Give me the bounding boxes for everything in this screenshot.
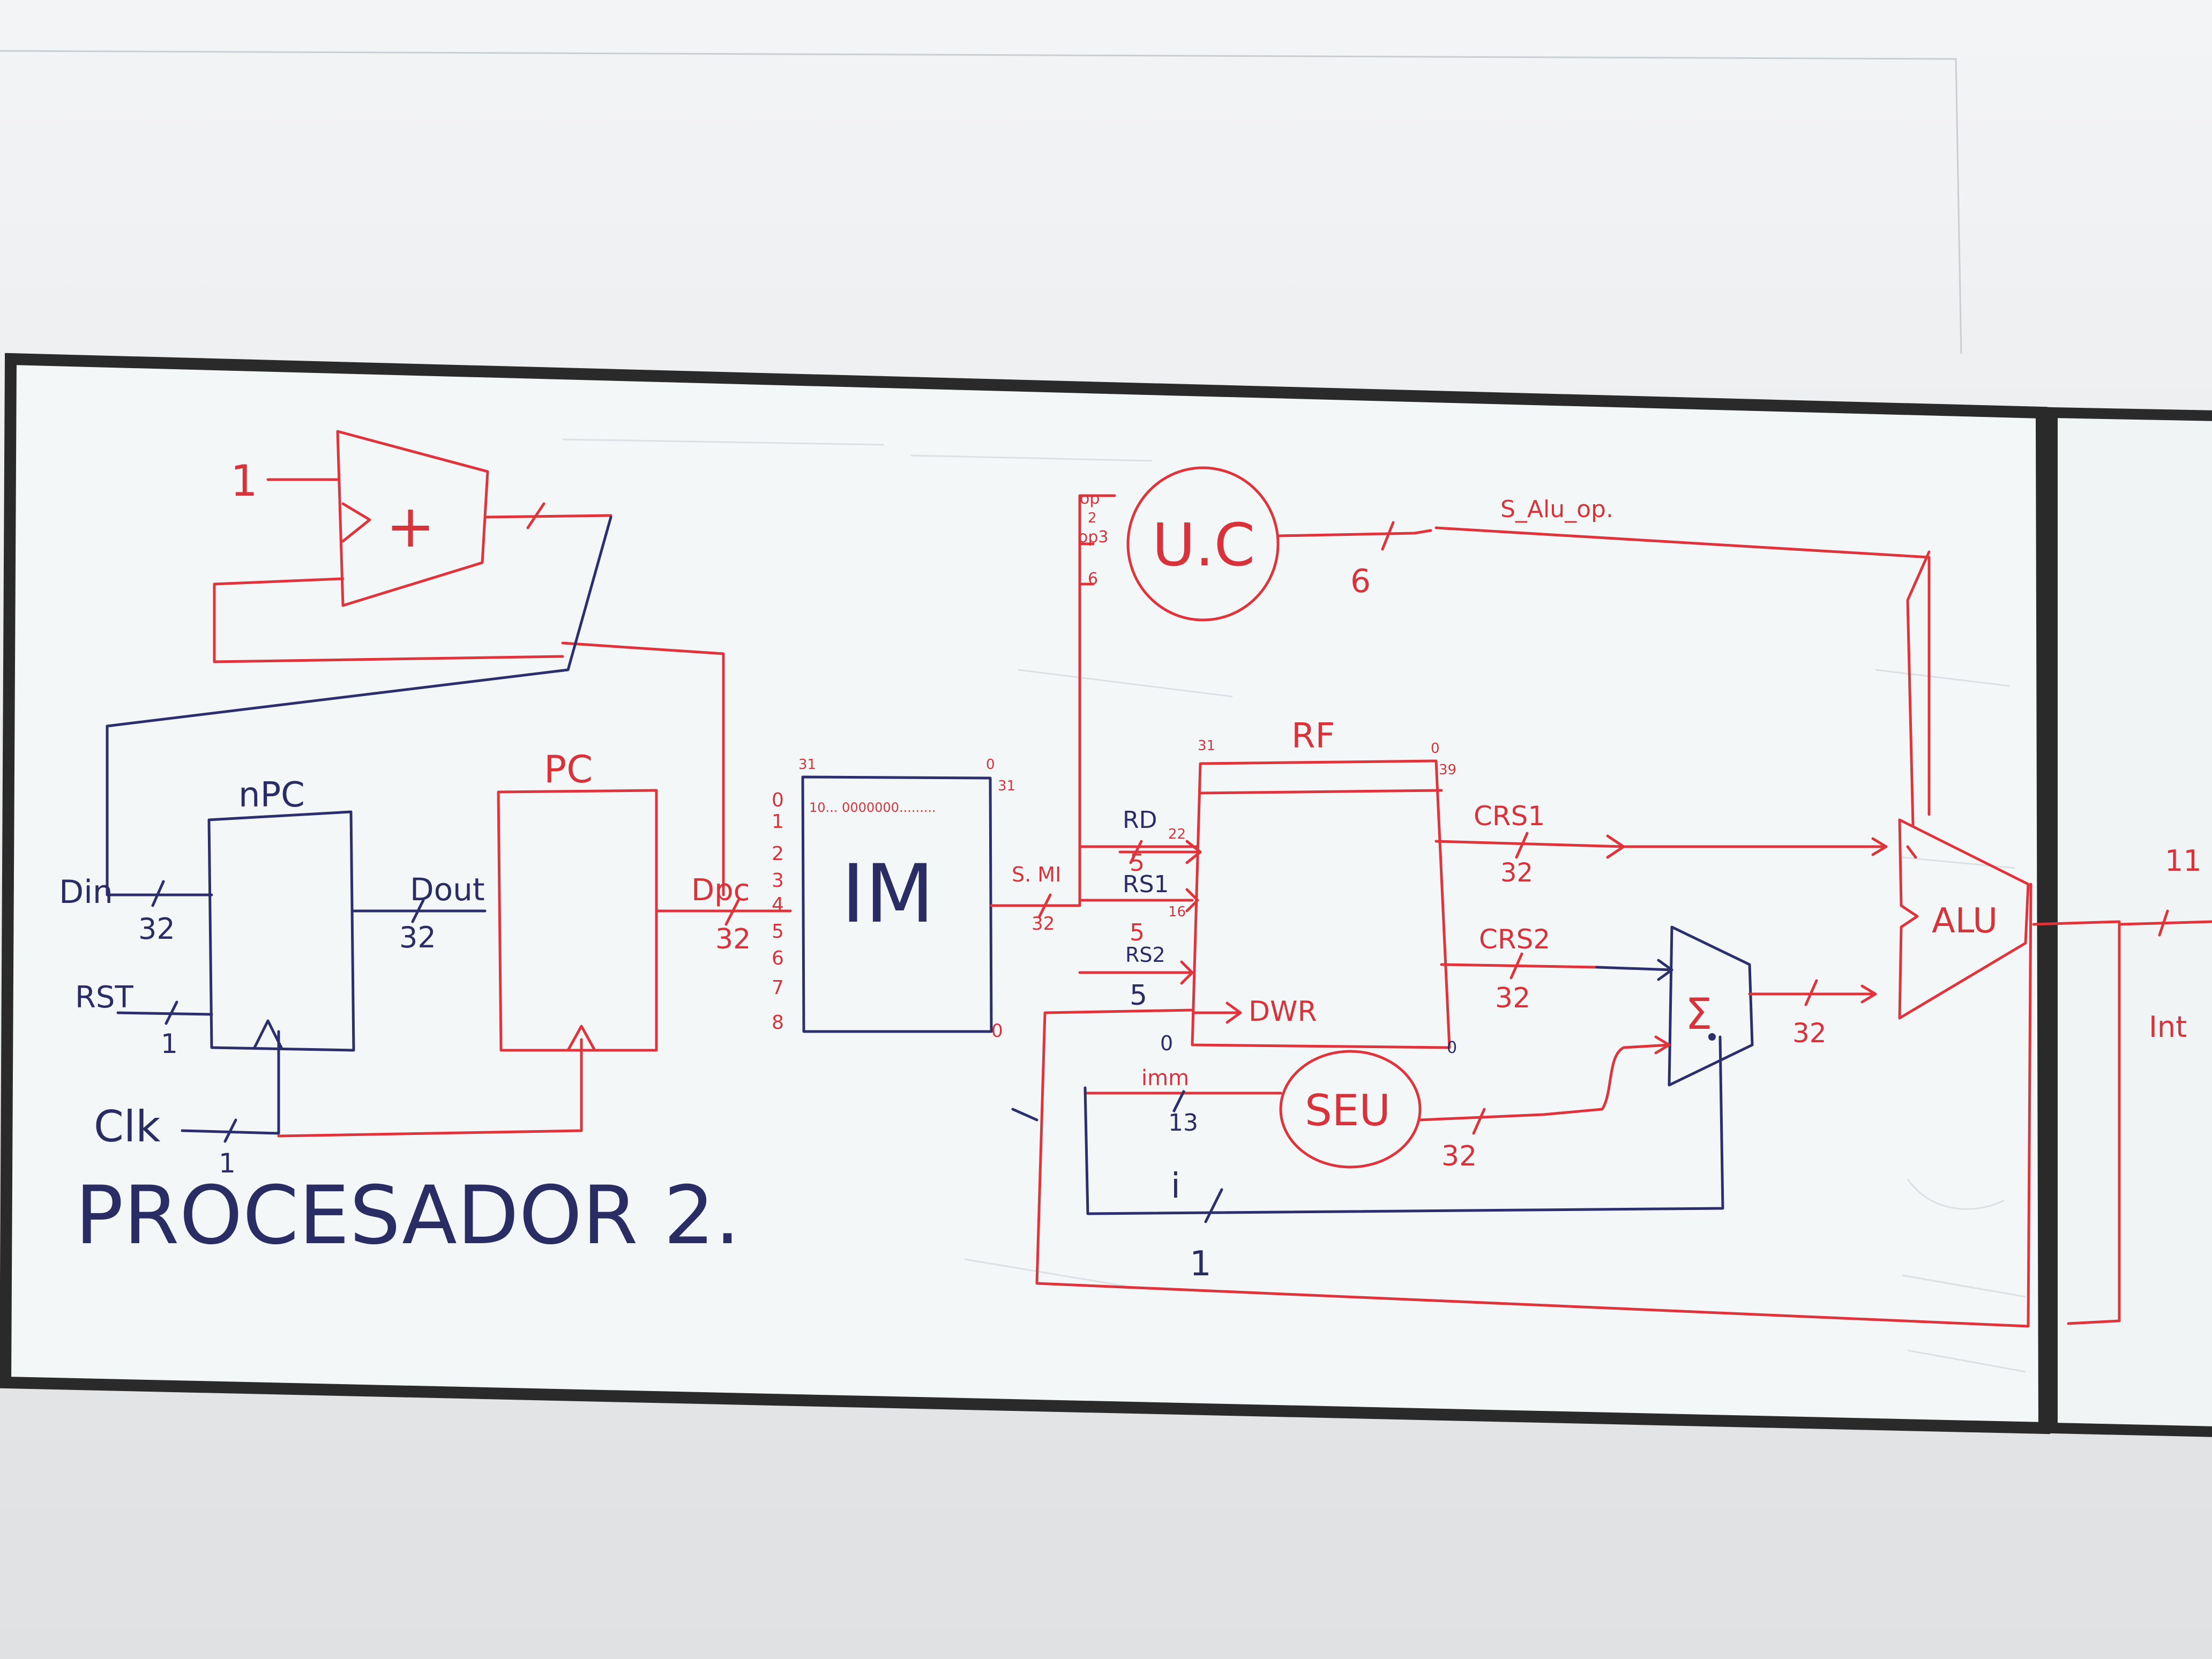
im-row-2: 2 [772,843,784,865]
pc-dpc-width: 32 [715,923,751,955]
main-whiteboard [5,359,2044,1428]
rf-rs1-label: RS1 [1123,871,1169,898]
im-row-4: 4 [772,894,784,916]
im-row-3: 3 [772,870,784,892]
im-label: IM [841,848,935,941]
upper-board-edge [0,51,1961,354]
rf-bottom-left: 0 [1160,1032,1173,1055]
seu-imm-label: imm [1141,1066,1189,1090]
seu-label: SEU [1305,1086,1391,1135]
im-bottom-right: 0 [991,1020,1003,1042]
rf-bit-high: 31 [1198,738,1215,754]
npc-rst-label: RST [75,980,133,1015]
mux-label: Σ [1685,989,1713,1039]
npc-rst-width: 1 [161,1028,178,1059]
uc-op3-label: op3 [1078,528,1108,547]
rf-label: RF [1291,716,1335,756]
npc-din-label: Din [59,873,113,911]
im-bit-low2: 31 [998,778,1015,794]
diagram-title: PROCESADOR 2. [75,1169,740,1262]
rf-rd-label: RD [1123,806,1157,834]
im-top-row: 10... 0000000......... [809,800,936,815]
pc-dpc-label: Dpc [691,873,750,908]
npc-label: nPC [238,775,305,815]
uc-out-width: 6 [1350,563,1371,600]
uc-op-label: op [1080,489,1100,508]
rf-bottom-right: 0 [1447,1038,1457,1057]
seu-out-width: 32 [1441,1140,1477,1172]
rf-dwr-label: DWR [1249,996,1317,1028]
im-row-0: 0 [772,789,784,811]
seu-imm-width: 13 [1168,1109,1198,1137]
im-bit-high: 31 [798,757,816,773]
uc-signal-label: S_Alu_op. [1500,496,1613,523]
alu-label: ALU [1932,901,1998,941]
rf-bit-low: 0 [1431,741,1440,757]
im-row-1: 1 [772,811,784,833]
rf-crs1-width: 32 [1500,858,1533,888]
clk-label: Clk [94,1102,161,1152]
mux-out-width: 32 [1792,1018,1827,1049]
im-bit-low: 0 [986,757,995,773]
rf-rs1-bit: 16 [1168,904,1186,920]
rf-rs2-label: RS2 [1125,943,1165,967]
uc-op3-width: 6 [1088,570,1098,588]
i-signal-width: 1 [1190,1244,1212,1284]
rf-crs1-label: CRS1 [1474,801,1545,832]
uc-label: U.C [1152,511,1255,579]
adder-label: + [386,492,435,561]
im-out-width: 32 [1032,913,1055,935]
pc-label: PC [544,748,593,791]
rf-rd-bit: 22 [1168,826,1186,842]
rf-crs2-label: CRS2 [1479,924,1550,955]
im-row-5: 5 [772,921,784,943]
adder-input-label: 1 [230,456,258,506]
alu-out-width: 11 [2165,844,2202,878]
rf-rs1-width: 5 [1130,919,1145,946]
npc-din-width: 32 [138,912,175,946]
im-row-8: 8 [772,1012,784,1034]
rf-crs2-width: 32 [1495,982,1530,1014]
im-row-6: 6 [772,947,784,969]
npc-dout-width: 32 [399,921,436,954]
uc-op-width: 2 [1088,510,1097,526]
rf-rs2-width: 5 [1130,980,1147,1012]
right-board-label: Int [2149,1010,2187,1044]
im-row-7: 7 [772,977,784,999]
i-signal-label: i [1171,1167,1180,1206]
im-out-label: S. MI [1012,863,1061,886]
rf-bit-low2: 39 [1439,762,1456,778]
